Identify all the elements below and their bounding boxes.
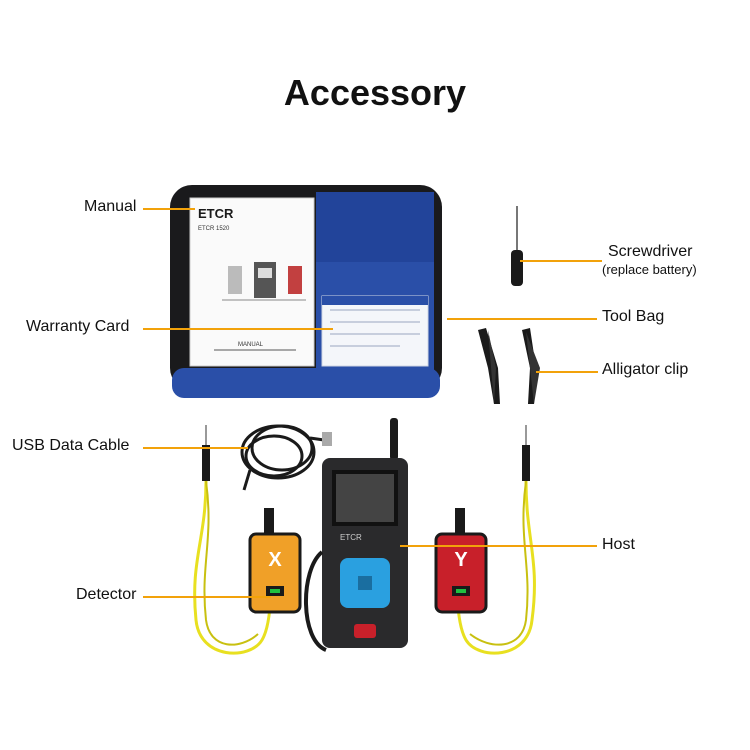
alligator-leader-line <box>536 371 598 373</box>
detector-y-letter: Y <box>454 549 468 571</box>
host-leader-line <box>400 545 597 547</box>
usb-cable-label: USB Data Cable <box>12 437 130 454</box>
detector-leader-line <box>143 596 271 598</box>
alligator-clip-label: Alligator clip <box>602 361 689 378</box>
page-title: Accessory <box>283 72 467 113</box>
host-label: Host <box>602 536 635 553</box>
usb-cable <box>240 424 332 491</box>
manual-booklet: ETCR ETCR 1520 MANUAL <box>189 197 315 367</box>
manual-model-text: ETCR 1520 <box>198 226 230 232</box>
detector-x-assembly: X <box>193 425 302 655</box>
screwdriver-note: (replace battery) <box>602 262 697 277</box>
screwdriver-leader-line <box>520 260 602 262</box>
warranty-card-label: Warranty Card <box>26 318 130 335</box>
tool-bag-label: Tool Bag <box>602 308 665 325</box>
detector-x-letter: X <box>268 549 282 571</box>
host-device: ETCR <box>304 418 408 652</box>
usb-leader-line <box>143 447 248 449</box>
manual-leader-line <box>143 208 195 210</box>
manual-title-text: MANUAL <box>238 342 264 348</box>
alligator-clips <box>478 328 540 404</box>
manual-label: Manual <box>84 198 137 215</box>
host-brand-text: ETCR <box>340 533 362 542</box>
manual-brand-text: ETCR <box>198 206 234 221</box>
screwdriver-label: Screwdriver <box>608 243 693 260</box>
warranty-leader-line <box>143 328 333 330</box>
toolbag-leader-line <box>447 318 597 320</box>
detector-label: Detector <box>76 586 137 603</box>
screwdriver <box>511 206 523 286</box>
detector-y-assembly: Y <box>434 425 536 655</box>
